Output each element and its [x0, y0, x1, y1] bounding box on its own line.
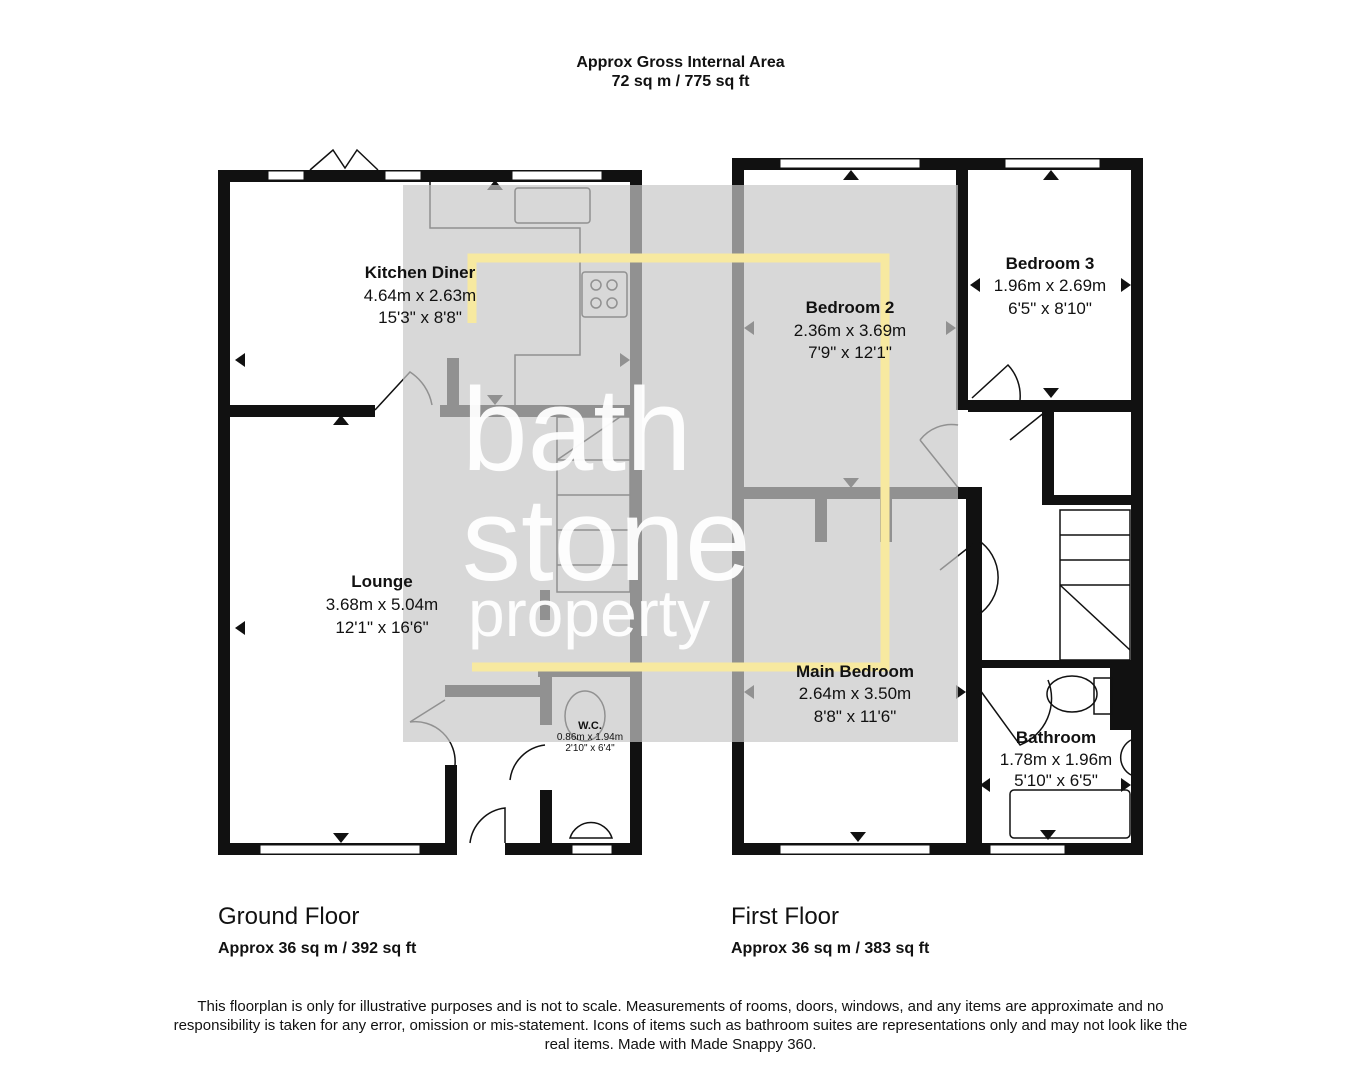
gross-area-header: Approx Gross Internal Area 72 sq m / 775… — [576, 54, 785, 90]
svg-text:2.36m x 3.69m: 2.36m x 3.69m — [794, 321, 906, 340]
svg-text:Bedroom 2: Bedroom 2 — [806, 298, 895, 317]
room-main-bedroom: Main Bedroom 2.64m x 3.50m 8'8" x 11'6" — [796, 662, 914, 726]
first-floor-area: Approx 36 sq m / 383 sq ft — [731, 940, 930, 957]
ground-floor-windows — [259, 170, 613, 855]
svg-text:bath: bath — [462, 364, 692, 496]
watermark: bath stone property — [403, 185, 958, 742]
svg-text:Bedroom 3: Bedroom 3 — [1006, 254, 1095, 273]
svg-text:stone: stone — [462, 474, 751, 606]
room-labels: Kitchen Diner 4.64m x 2.63m 15'3" x 8'8"… — [326, 254, 1112, 790]
svg-text:5'10" x 6'5": 5'10" x 6'5" — [1014, 771, 1098, 790]
svg-text:2'10" x 6'4": 2'10" x 6'4" — [565, 743, 615, 754]
svg-text:6'5" x 8'10": 6'5" x 8'10" — [1008, 299, 1092, 318]
svg-text:7'9" x 12'1": 7'9" x 12'1" — [808, 343, 892, 362]
svg-text:4.64m x 2.63m: 4.64m x 2.63m — [364, 286, 476, 305]
room-bathroom: Bathroom 1.78m x 1.96m 5'10" x 6'5" — [1000, 728, 1112, 790]
svg-text:W.C.: W.C. — [578, 720, 602, 732]
room-kitchen-diner: Kitchen Diner 4.64m x 2.63m 15'3" x 8'8" — [364, 263, 476, 327]
svg-text:Lounge: Lounge — [351, 572, 412, 591]
room-bedroom-2: Bedroom 2 2.36m x 3.69m 7'9" x 12'1" — [794, 298, 906, 362]
room-bedroom-3: Bedroom 3 1.96m x 2.69m 6'5" x 8'10" — [994, 254, 1106, 318]
first-floor-title: First Floor — [731, 903, 839, 930]
svg-text:0.86m x 1.94m: 0.86m x 1.94m — [557, 732, 623, 743]
svg-text:property: property — [468, 576, 710, 650]
svg-text:8'8" x 11'6": 8'8" x 11'6" — [814, 707, 897, 726]
room-wc: W.C. 0.86m x 1.94m 2'10" x 6'4" — [557, 720, 623, 754]
ground-floor-area: Approx 36 sq m / 392 sq ft — [218, 940, 417, 957]
first-floor-windows — [779, 158, 1101, 855]
svg-text:Kitchen Diner: Kitchen Diner — [365, 263, 476, 282]
svg-text:2.64m x 3.50m: 2.64m x 3.50m — [799, 684, 911, 703]
disclaimer: This floorplan is only for illustrative … — [173, 998, 1188, 1053]
svg-text:3.68m x 5.04m: 3.68m x 5.04m — [326, 595, 438, 614]
svg-text:15'3" x 8'8": 15'3" x 8'8" — [378, 308, 462, 327]
room-lounge: Lounge 3.68m x 5.04m 12'1" x 16'6" — [326, 572, 438, 637]
svg-text:Main Bedroom: Main Bedroom — [796, 662, 914, 681]
svg-text:1.78m x 1.96m: 1.78m x 1.96m — [1000, 750, 1112, 769]
svg-text:1.96m x 2.69m: 1.96m x 2.69m — [994, 276, 1106, 295]
svg-text:12'1" x 16'6": 12'1" x 16'6" — [335, 618, 428, 637]
svg-text:Bathroom: Bathroom — [1016, 728, 1096, 747]
ground-floor-title: Ground Floor — [218, 903, 360, 930]
